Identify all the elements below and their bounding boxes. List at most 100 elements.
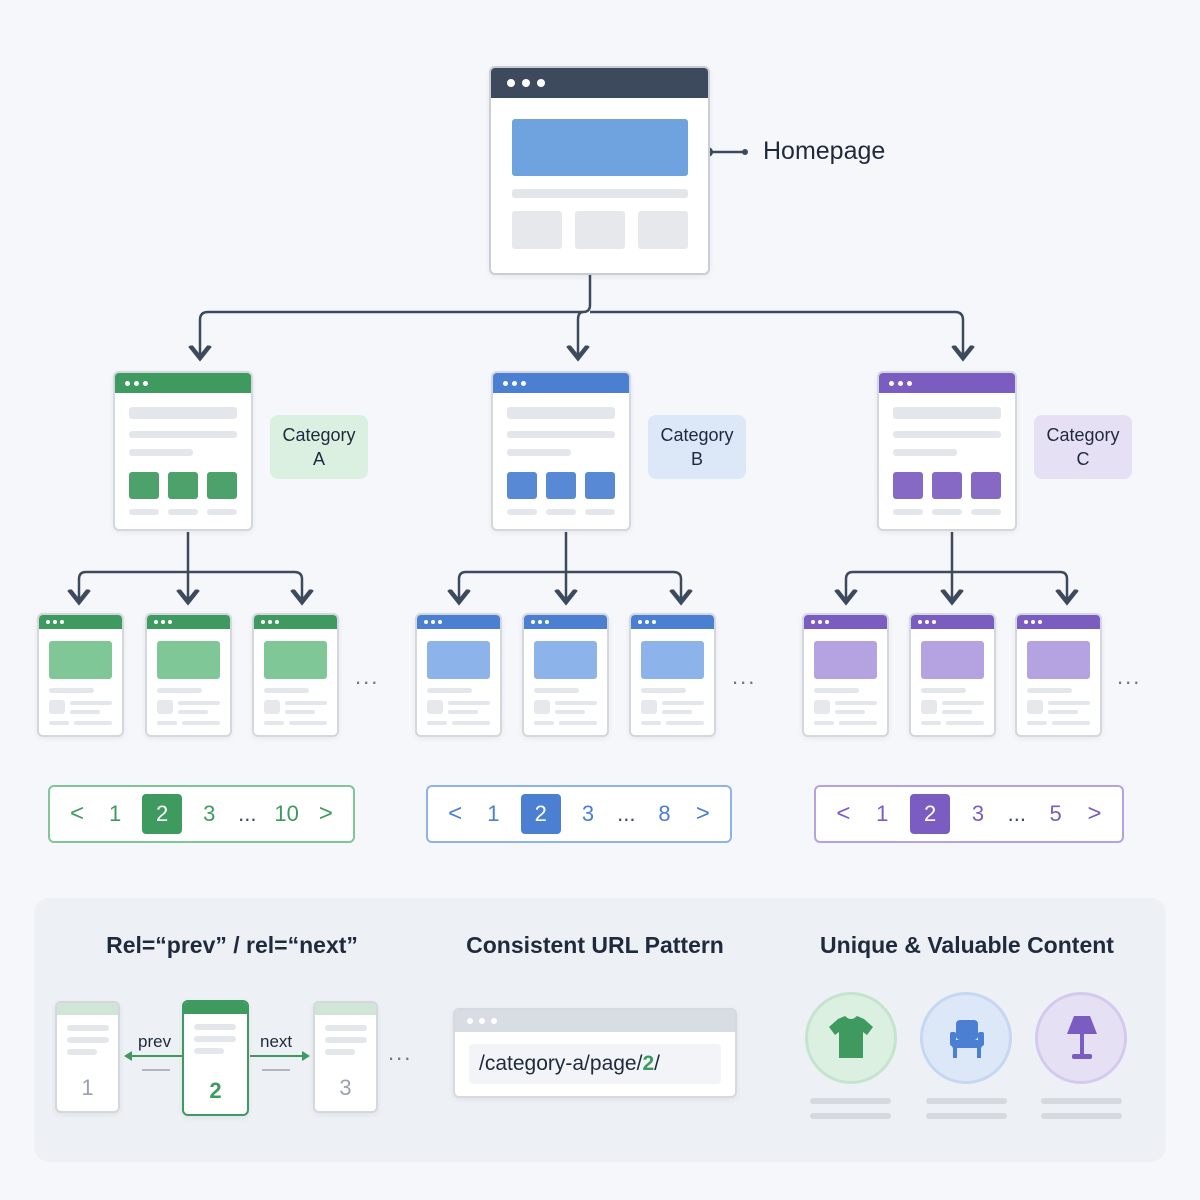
pagination-next-button[interactable]: > bbox=[695, 800, 710, 827]
url-path-prefix: /category-a/page/ bbox=[479, 1052, 643, 1075]
pagination-last-page[interactable]: 5 bbox=[1049, 801, 1062, 826]
rel-page-1[interactable]: 1 bbox=[55, 1001, 120, 1113]
category-a-page-1[interactable] bbox=[37, 613, 124, 737]
rel-page-number: 2 bbox=[209, 1078, 222, 1103]
url-page-number: 2 bbox=[642, 1052, 655, 1075]
text-line bbox=[835, 710, 865, 714]
rel-page-3[interactable]: 3 bbox=[313, 1001, 378, 1113]
text-line bbox=[129, 407, 237, 419]
pagination-ellipsis: ... bbox=[238, 801, 257, 826]
category-c-window[interactable] bbox=[877, 371, 1017, 531]
window-titlebar bbox=[39, 615, 122, 629]
text-line bbox=[507, 407, 615, 419]
pagination-page-1[interactable]: 1 bbox=[876, 801, 889, 826]
text-line bbox=[932, 509, 962, 515]
hero-banner bbox=[157, 641, 220, 679]
url-browser-window[interactable]: /category-a/page/2/ bbox=[453, 1008, 737, 1098]
text-line bbox=[129, 431, 237, 438]
text-line bbox=[546, 509, 576, 515]
window-titlebar bbox=[315, 1003, 376, 1015]
pagination-page-1[interactable]: 1 bbox=[108, 801, 122, 826]
window-titlebar bbox=[1017, 615, 1100, 629]
text-line bbox=[512, 189, 688, 198]
window-dots-icon bbox=[46, 615, 64, 629]
window-titlebar bbox=[911, 615, 994, 629]
homepage-window[interactable] bbox=[489, 66, 710, 275]
text-line bbox=[448, 710, 478, 714]
text-line bbox=[662, 701, 704, 705]
prev-label: prev bbox=[138, 1032, 172, 1051]
pagination-last-page[interactable]: 8 bbox=[658, 801, 671, 826]
pagination-current-page[interactable]: 2 bbox=[910, 794, 951, 834]
pagination-current-page[interactable]: 2 bbox=[142, 794, 183, 834]
homepage-label: Homepage bbox=[763, 137, 886, 165]
category-a-page-2[interactable] bbox=[145, 613, 232, 737]
text-line bbox=[946, 721, 984, 725]
text-line bbox=[264, 721, 284, 725]
hero-banner bbox=[49, 641, 112, 679]
caption-line bbox=[926, 1098, 1007, 1104]
window-titlebar bbox=[524, 615, 607, 629]
text-line bbox=[448, 701, 490, 705]
category-label-line2: B bbox=[690, 449, 703, 469]
armchair-icon bbox=[950, 1020, 984, 1058]
hero-banner bbox=[1027, 641, 1090, 679]
hero-banner bbox=[641, 641, 704, 679]
text-line bbox=[325, 1037, 367, 1043]
category-b-page-2[interactable] bbox=[522, 613, 609, 737]
text-line bbox=[893, 431, 1001, 438]
text-line bbox=[662, 710, 692, 714]
rel-more-indicator: ... bbox=[388, 1040, 413, 1065]
window-titlebar bbox=[115, 373, 251, 393]
category-b-page-3[interactable] bbox=[629, 613, 716, 737]
pagination-prev-button[interactable]: < bbox=[70, 800, 85, 827]
pagination-prev-button[interactable]: < bbox=[836, 800, 851, 827]
text-line bbox=[67, 1049, 97, 1055]
text-line bbox=[285, 701, 327, 705]
text-line bbox=[70, 710, 100, 714]
window-dots-icon bbox=[261, 615, 279, 629]
pagination-current-page[interactable]: 2 bbox=[520, 794, 561, 834]
category-a-page-3[interactable] bbox=[252, 613, 339, 737]
category-label-line2: A bbox=[312, 449, 325, 469]
text-line bbox=[49, 721, 69, 725]
category-b-page-1[interactable] bbox=[415, 613, 502, 737]
text-line bbox=[507, 449, 571, 456]
text-line bbox=[921, 688, 966, 693]
window-dots-icon bbox=[503, 373, 526, 393]
pagination-next-button[interactable]: > bbox=[1087, 800, 1102, 827]
category-label-line1: Category bbox=[660, 425, 734, 445]
lamp-circle bbox=[1035, 992, 1127, 1084]
category-label-line1: Category bbox=[1046, 425, 1120, 445]
text-line bbox=[835, 701, 877, 705]
category-c-page-1[interactable] bbox=[802, 613, 889, 737]
url-bar[interactable]: /category-a/page/2/ bbox=[469, 1044, 721, 1084]
pagination-page-1[interactable]: 1 bbox=[487, 801, 500, 826]
category-c-page-2[interactable] bbox=[909, 613, 996, 737]
text-line bbox=[67, 1025, 109, 1031]
pagination-next-button[interactable]: > bbox=[318, 800, 333, 827]
product-tile bbox=[971, 472, 1001, 499]
window-titlebar bbox=[804, 615, 887, 629]
category-a-window[interactable] bbox=[113, 371, 253, 531]
thumb bbox=[264, 700, 280, 714]
caption-line bbox=[1041, 1098, 1122, 1104]
lamp-icon bbox=[1067, 1016, 1097, 1059]
pagination-page-3[interactable]: 3 bbox=[971, 801, 985, 826]
category-c-page-3[interactable] bbox=[1015, 613, 1102, 737]
pagination-last-page[interactable]: 10 bbox=[274, 801, 299, 826]
category-b-window[interactable] bbox=[491, 371, 631, 531]
text-line bbox=[325, 1025, 367, 1031]
pagination-prev-button[interactable]: < bbox=[448, 800, 463, 827]
text-line bbox=[427, 688, 472, 693]
text-line bbox=[207, 509, 237, 515]
rel-page-2[interactable]: 2 bbox=[182, 1000, 249, 1116]
window-dots-icon bbox=[1024, 615, 1042, 629]
pagination-page-3[interactable]: 3 bbox=[581, 801, 595, 826]
tshirt-circle bbox=[805, 992, 897, 1084]
text-line bbox=[1052, 721, 1090, 725]
pagination-page-3[interactable]: 3 bbox=[203, 801, 216, 826]
